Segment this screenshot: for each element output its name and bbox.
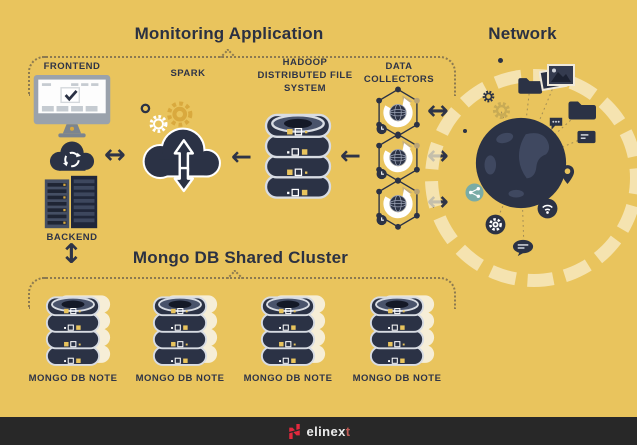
- network-title: Network: [488, 24, 557, 43]
- chat-bubble-icon: [549, 117, 563, 130]
- settings-gear-icon: [485, 214, 506, 235]
- brand-main: elinex: [306, 423, 346, 439]
- collectors-to-hadoop-arrow-icon: ←: [340, 141, 361, 170]
- hadoop-label: HADOOP DISTRIBUTED FILE SYSTEM: [250, 56, 360, 95]
- data-collector-icon: [372, 177, 424, 232]
- hadoop-to-spark-arrow-icon: ←: [231, 142, 252, 171]
- wifi-icon: [537, 198, 558, 219]
- speech-bubble-icon: [512, 239, 534, 257]
- backend-server-icon: [44, 175, 98, 229]
- folder-icon: [567, 99, 597, 121]
- video-screen-icon: [577, 130, 596, 144]
- network-globe-icon: [475, 117, 567, 209]
- monitoring-application-title: Monitoring Application: [134, 24, 324, 43]
- mongo-db-icon: [148, 291, 212, 370]
- mongo-db-icon: [256, 291, 320, 370]
- backend-label: BACKEND: [46, 232, 98, 243]
- footer-bar: elinext: [0, 417, 637, 445]
- data-collectors-label-line2: COLLECTORS: [363, 74, 435, 85]
- spark-cloud-icon: [140, 101, 221, 193]
- photos-icon: [539, 64, 575, 92]
- network-dot: [498, 58, 503, 63]
- frontend-monitor-icon: [33, 75, 111, 138]
- backend-to-mongo-arrow-icon: ↕: [60, 239, 83, 270]
- spark-label: SPARK: [170, 68, 206, 79]
- hadoop-label-line1: HADOOP: [282, 57, 328, 68]
- hadoop-label-line2: DISTRIBUTED FILE: [257, 70, 353, 81]
- location-pin-icon: [560, 165, 575, 184]
- mongo-db-icon: [365, 291, 429, 370]
- brand-accent: t: [345, 423, 351, 439]
- mongo-node-label: MONGO DB NOTE: [243, 373, 333, 384]
- mongo-node-label: MONGO DB NOTE: [28, 373, 118, 384]
- mongo-node-label: MONGO DB NOTE: [135, 373, 225, 384]
- frontend-to-spark-arrow-icon: ↔: [104, 140, 126, 170]
- mongo-db-icon: [41, 291, 105, 370]
- gear-icon: [492, 101, 511, 120]
- network-dot: [463, 129, 467, 133]
- elinext-logo-icon: [287, 423, 301, 439]
- frontend-label: FRONTEND: [43, 61, 101, 72]
- mongo-cluster-title: Mongo DB Shared Cluster: [132, 248, 349, 267]
- hadoop-label-line3: SYSTEM: [283, 83, 327, 94]
- brand-wordmark: elinext: [307, 424, 351, 439]
- hadoop-database-icon: [259, 107, 337, 204]
- sync-cloud-icon: [49, 141, 95, 171]
- data-collectors-label: DATA COLLECTORS: [356, 60, 442, 86]
- share-icon: [465, 183, 484, 202]
- mongo-node-label: MONGO DB NOTE: [352, 373, 442, 384]
- data-collectors-label-line1: DATA: [385, 61, 413, 72]
